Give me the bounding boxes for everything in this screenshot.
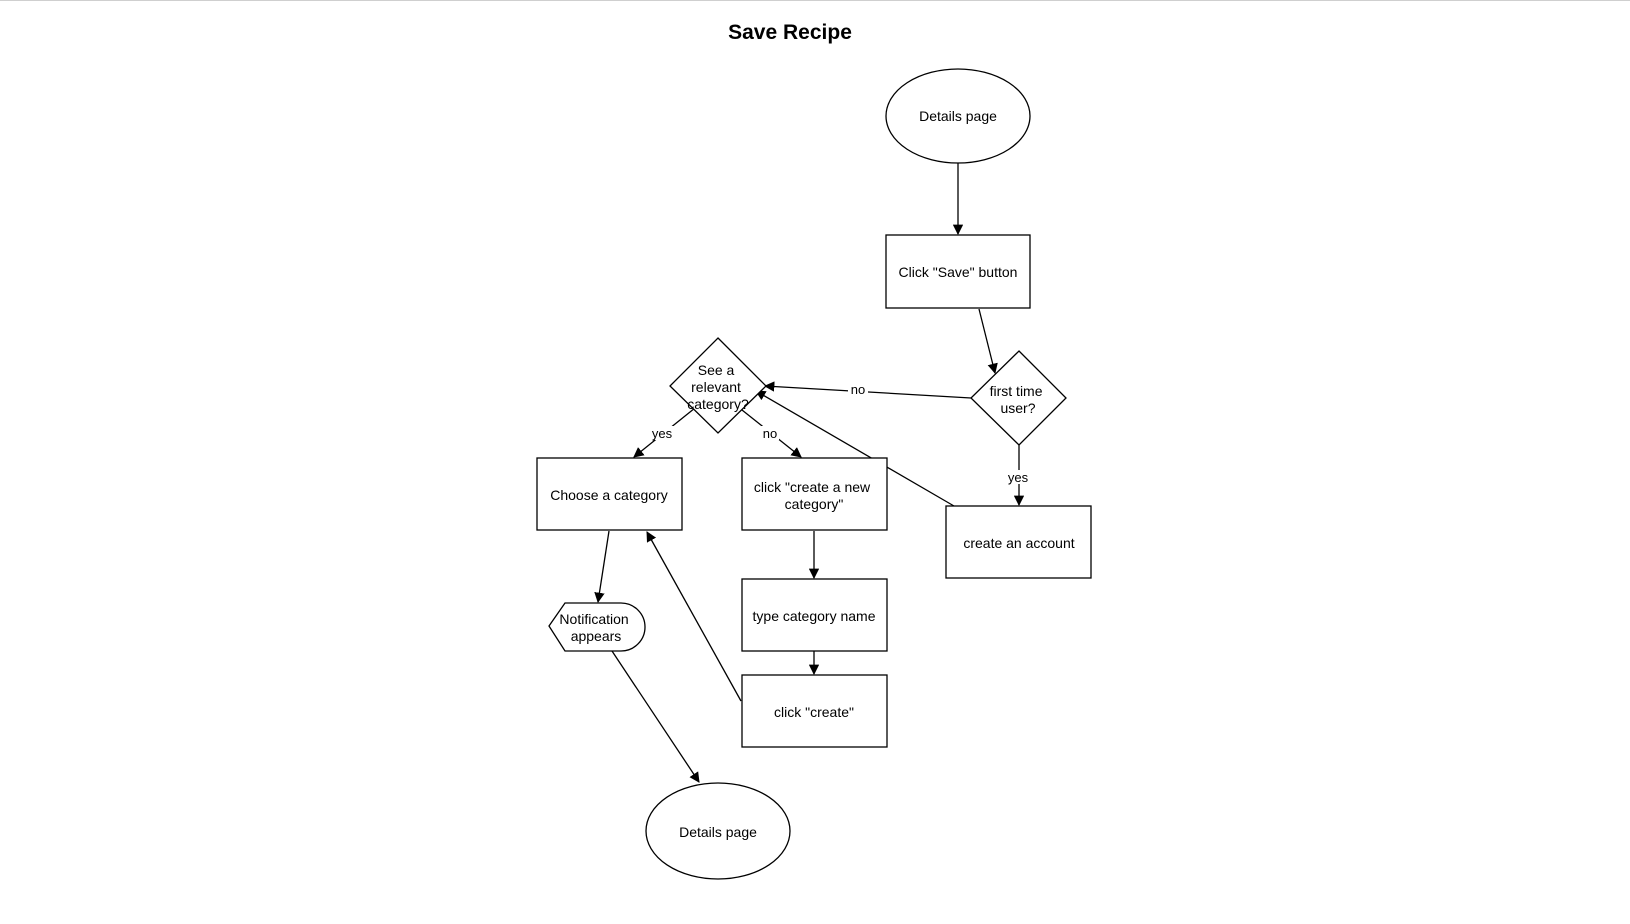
node-click-create[interactable]: click "create" bbox=[741, 674, 888, 748]
svg-text:create an account: create an account bbox=[963, 535, 1074, 551]
node-label-line: type category name bbox=[753, 608, 876, 624]
node-label-line: category" bbox=[785, 496, 844, 512]
node-type-category-name[interactable]: type category name bbox=[741, 578, 888, 652]
node-label-line: Notification bbox=[559, 611, 628, 627]
svg-text:See a relevant: See a relevant category? bbox=[687, 362, 749, 412]
diamond-shape bbox=[669, 337, 767, 434]
svg-text:Details page: Details page bbox=[919, 108, 997, 124]
node-label-line: create an account bbox=[963, 535, 1074, 551]
node-label-line: relevant bbox=[691, 379, 741, 395]
node-label-line: See a bbox=[698, 362, 735, 378]
edge-labels: no yes yes no bbox=[650, 382, 1033, 485]
rect-shape bbox=[885, 234, 1031, 309]
svg-text:Choose a category: Choose a category bbox=[550, 487, 668, 503]
node-create-account[interactable]: create an account bbox=[945, 505, 1092, 579]
diamond-shape bbox=[970, 350, 1067, 446]
svg-text:Details page: Details page bbox=[679, 824, 757, 840]
svg-text:click "create": click "create" bbox=[774, 704, 854, 720]
rect-shape bbox=[741, 578, 888, 652]
node-label-line: Click "Save" button bbox=[899, 264, 1018, 280]
node-label-line: category? bbox=[687, 396, 749, 412]
edge-label-first-no: no bbox=[851, 382, 865, 397]
node-first-time-user-decision[interactable]: first time user? bbox=[970, 350, 1067, 446]
display-shape bbox=[548, 602, 646, 652]
svg-text:Click "Save" button: Click "Save" button bbox=[899, 264, 1018, 280]
ellipse-shape bbox=[885, 68, 1031, 164]
node-choose-category[interactable]: Choose a category bbox=[536, 457, 683, 531]
node-label-line: user? bbox=[1000, 400, 1035, 416]
svg-text:type category name: type category name bbox=[753, 608, 876, 624]
edge-save-to-first-time bbox=[978, 308, 998, 375]
node-click-save-button[interactable]: Click "Save" button bbox=[885, 234, 1031, 309]
edge-create-to-choose bbox=[646, 531, 742, 702]
rect-shape bbox=[945, 505, 1092, 579]
edge-account-to-category bbox=[755, 390, 955, 507]
node-label-line: click "create" bbox=[774, 704, 854, 720]
node-label-line: first time bbox=[990, 383, 1043, 399]
rect-shape bbox=[741, 674, 888, 748]
node-click-create-new-category[interactable]: click "create a new category" bbox=[741, 457, 888, 531]
edge-label-first-yes: yes bbox=[1008, 470, 1029, 485]
node-label-line: click "create a new bbox=[754, 479, 871, 495]
svg-text:first time user?: first time user? bbox=[990, 383, 1047, 416]
node-details-page-bottom[interactable]: Details page bbox=[645, 782, 791, 880]
rect-shape bbox=[741, 457, 888, 531]
rect-shape bbox=[536, 457, 683, 531]
edge-label-category-no: no bbox=[763, 426, 777, 441]
ellipse-shape bbox=[645, 782, 791, 880]
edge-notification-to-details bbox=[611, 650, 700, 783]
svg-text:click "create a new ca: click "create a new category" bbox=[754, 479, 874, 512]
edge-choose-to-notification bbox=[594, 530, 610, 604]
edge-label-category-yes: yes bbox=[652, 426, 673, 441]
node-label-line: Details page bbox=[679, 824, 757, 840]
node-label-line: Choose a category bbox=[550, 487, 668, 503]
diagram-title: Save Recipe bbox=[728, 21, 852, 44]
node-label-line: Details page bbox=[919, 108, 997, 124]
node-details-page-top[interactable]: Details page bbox=[885, 68, 1031, 164]
svg-text:Notification appears: Notification appears bbox=[559, 611, 632, 644]
node-see-category-decision[interactable]: See a relevant category? bbox=[669, 337, 767, 434]
node-label-line: appears bbox=[571, 628, 622, 644]
node-notification-appears[interactable]: Notification appears bbox=[548, 602, 646, 652]
